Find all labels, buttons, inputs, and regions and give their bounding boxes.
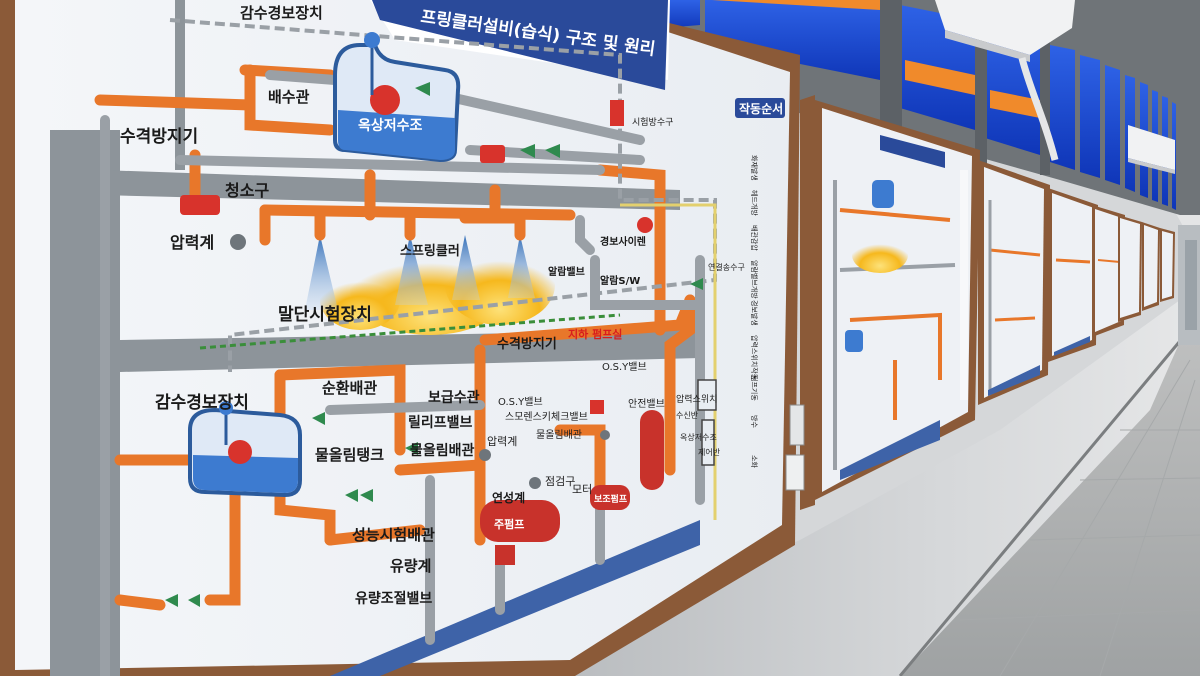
rooftop-tank: 옥상저수조 bbox=[333, 32, 461, 163]
label-osy-1: O.S.Y밸브 bbox=[498, 396, 543, 408]
priming-tank bbox=[188, 401, 302, 498]
label-intake: 수신반 bbox=[676, 411, 699, 420]
label-jockey-pump: 보조펌프 bbox=[594, 493, 628, 505]
poster-6 bbox=[1118, 215, 1142, 322]
poster-4 bbox=[1048, 188, 1098, 362]
air-conditioner-2 bbox=[1128, 125, 1175, 174]
sequence-step-9: 소화 bbox=[750, 455, 758, 468]
label-water-tank: 옥상저수조 bbox=[680, 432, 717, 442]
wall-switch bbox=[785, 404, 805, 491]
air-conditioner-1 bbox=[935, 0, 1075, 161]
label-rooftop-tank: 옥상저수조 bbox=[358, 118, 423, 134]
main-pump: 주펌프 bbox=[480, 500, 560, 565]
label-supply: 보급수관 bbox=[428, 389, 480, 406]
label-basement-room: 지하 펌프실 bbox=[568, 327, 622, 341]
sequence-step-5: 경보발생 bbox=[750, 300, 759, 326]
poster-2 bbox=[815, 100, 980, 500]
sequence-step-4: 알람밸브개방 bbox=[750, 260, 759, 299]
label-sprinkler: 스프링클러 bbox=[400, 243, 460, 259]
label-alarm-switch: 알람S/W bbox=[600, 274, 640, 287]
label-pressure-2: 압력계 bbox=[487, 435, 517, 448]
poster-labels: 감수경보장치 배수관 수격방지기 청소구 압력계 스프링클러 경보사이렌 알람밸… bbox=[120, 4, 745, 607]
floor bbox=[900, 330, 1200, 676]
signal-line-green bbox=[199, 313, 621, 350]
label-compound: 연성계 bbox=[492, 490, 525, 505]
frame-divider bbox=[800, 95, 815, 510]
label-osy-2: O.S.Y밸브 bbox=[602, 361, 647, 373]
label-circulation: 순환배관 bbox=[322, 379, 377, 397]
label-control: 제어반 bbox=[698, 447, 721, 457]
label-alarm-siren: 경보사이렌 bbox=[600, 235, 646, 248]
valves bbox=[165, 82, 703, 607]
poster-title-banner: 프링클러설비(습식) 구조 및 원리 bbox=[370, 0, 670, 90]
operation-sequence: 작동순서 화재발생 헤드개방 배관감압 알람밸브개방 경보발생 압력스위치작동 … bbox=[735, 98, 785, 468]
label-pressure-switch: 압력스위치 bbox=[676, 393, 717, 405]
control-panel bbox=[697, 379, 717, 466]
poster-5 bbox=[1092, 205, 1125, 337]
sequence-step-1: 화재발생 bbox=[750, 155, 759, 181]
label-water-hammer-left: 수격방지기 bbox=[120, 127, 198, 147]
label-connect-inlet: 연결송수구 bbox=[708, 262, 745, 272]
underground-water bbox=[330, 520, 700, 676]
label-priming: 물올림배관 bbox=[410, 442, 475, 459]
orange-pipes bbox=[94, 64, 696, 611]
poster-7 bbox=[1142, 222, 1160, 311]
label-flowmeter: 유량계 bbox=[390, 557, 431, 575]
sequence-step-7: 펌프기동 bbox=[750, 375, 759, 401]
pressure-tank bbox=[640, 410, 664, 490]
label-main-pump: 주펌프 bbox=[494, 517, 524, 531]
floor-tiles bbox=[959, 359, 1200, 676]
label-motor: 모터 bbox=[572, 483, 592, 496]
sequence-step-8: 방수 bbox=[750, 415, 759, 428]
alarm-signal-line bbox=[169, 18, 717, 372]
label-alarm-bottom: 감수경보장치 bbox=[155, 393, 249, 413]
poster-3 bbox=[978, 160, 1050, 405]
label-alarm-top: 감수경보장치 bbox=[240, 4, 323, 22]
sequence-step-6: 압력스위치작동 bbox=[750, 335, 759, 381]
gauges bbox=[230, 234, 610, 489]
label-end-test: 말단시험장치 bbox=[278, 304, 372, 325]
signal-line-yellow bbox=[620, 203, 717, 520]
label-cleanout: 청소구 bbox=[225, 181, 269, 200]
label-drain-pipe: 배수관 bbox=[268, 88, 310, 106]
corridor-end bbox=[1178, 225, 1200, 345]
label-relief: 릴리프밸브 bbox=[408, 414, 473, 431]
label-priming-2: 물올림배관 bbox=[536, 429, 582, 441]
sequence-step-2: 헤드개방 bbox=[750, 190, 759, 216]
red-fittings bbox=[180, 100, 653, 414]
label-inspection: 점검구 bbox=[545, 475, 575, 488]
label-check-valve: 스모렌스키체크밸브 bbox=[505, 411, 588, 423]
label-priming-tank: 물올림탱크 bbox=[315, 446, 384, 464]
sequence-step-3: 배관감압 bbox=[750, 225, 759, 251]
poster-8 bbox=[1160, 228, 1175, 302]
jockey-pump: 보조펌프 bbox=[590, 485, 630, 510]
label-test-valve: 시험방수구 bbox=[632, 117, 673, 128]
label-performance: 성능시험배관 bbox=[352, 526, 435, 544]
label-alarm-valve: 알람밸브 bbox=[548, 265, 585, 278]
label-pressure-gauge: 압력계 bbox=[170, 233, 214, 252]
sprinkler-sprays bbox=[305, 235, 535, 310]
sequence-title: 작동순서 bbox=[739, 101, 783, 116]
label-water-hammer-mid: 수격방지기 bbox=[497, 336, 557, 352]
baseboard-line bbox=[898, 334, 1187, 676]
label-flow-valve: 유량조절밸브 bbox=[355, 590, 432, 607]
label-safety-valve: 안전밸브 bbox=[628, 398, 665, 410]
